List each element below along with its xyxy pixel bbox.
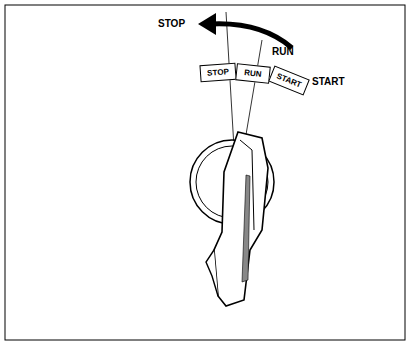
- key-groove: [242, 175, 250, 282]
- position-name-text: RUN: [272, 46, 294, 57]
- position-label: STOP: [207, 67, 229, 77]
- position-label: RUN: [244, 68, 262, 79]
- position-name: STOP: [158, 18, 185, 29]
- position-name: RUN: [272, 46, 294, 57]
- position-label: START: [275, 71, 303, 89]
- arrow-head: [198, 13, 216, 35]
- dial-position: RUN: [235, 63, 271, 83]
- dial-position: STOP: [199, 62, 236, 81]
- position-name-text: START: [312, 76, 345, 87]
- position-name-text: STOP: [158, 18, 185, 29]
- rotation-arrow: [212, 24, 292, 48]
- key-bit: [206, 250, 218, 296]
- position-name: START: [312, 76, 345, 87]
- key: [214, 132, 268, 306]
- frame: [5, 5, 405, 340]
- dial-position: START: [268, 65, 310, 95]
